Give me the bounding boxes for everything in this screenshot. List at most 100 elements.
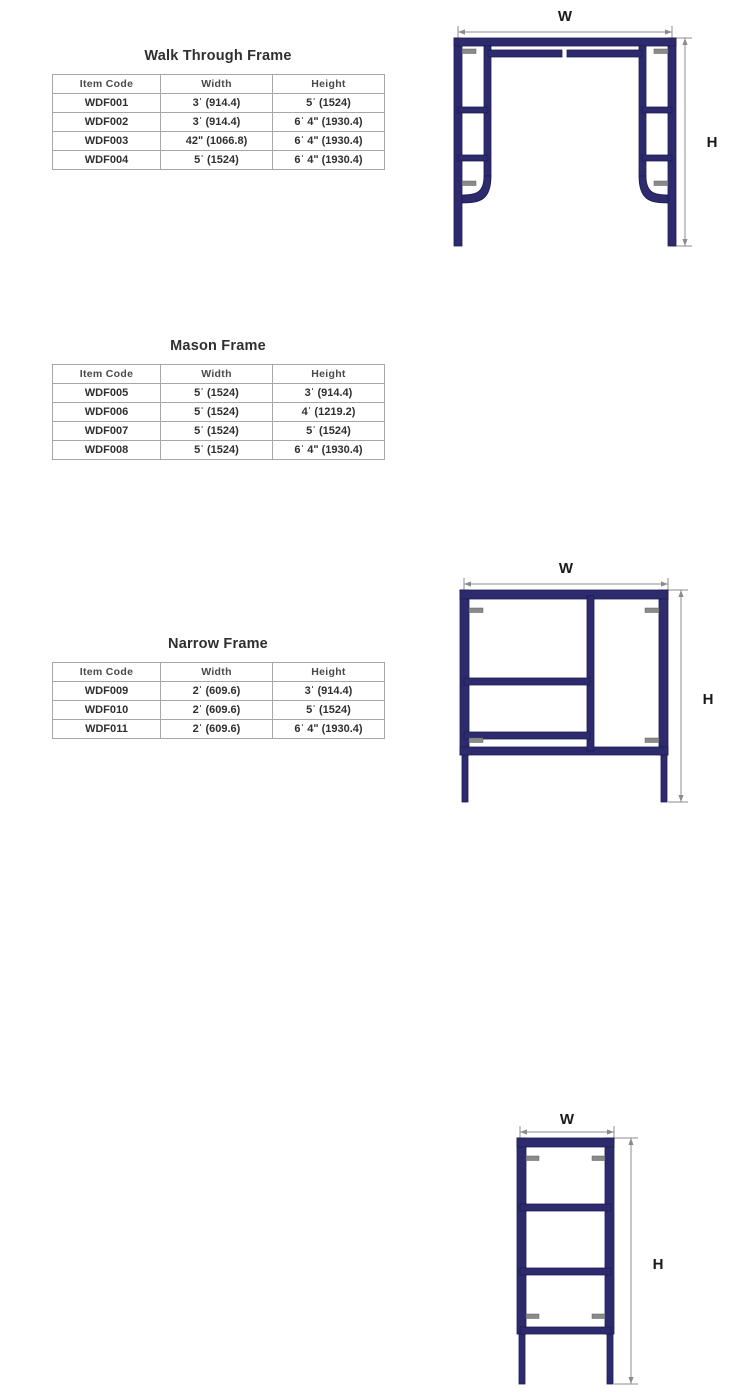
- rung-3: [519, 1326, 612, 1335]
- spec-block-narrow: Narrow Frame Item Code Width Height WDF0…: [52, 636, 385, 739]
- top-rail: [459, 589, 669, 600]
- cell-height: 6ˈ 4ʺ (1930.4): [272, 131, 385, 151]
- coupling-pin-icon: [591, 1155, 606, 1161]
- cell-height: 3ˈ (914.4): [272, 681, 385, 701]
- cell-width: 5ˈ (1524): [160, 383, 273, 403]
- table-row: WDF009 2ˈ (609.6) 3ˈ (914.4): [52, 681, 385, 701]
- column-header-width: Width: [160, 74, 273, 94]
- leg-extension-left: [518, 1333, 526, 1385]
- rung-right-2: [641, 154, 673, 162]
- coupling-pin-icon: [525, 1313, 540, 1319]
- rung-left-1: [457, 106, 489, 114]
- cell-width: 2ˈ (609.6): [160, 700, 273, 720]
- drawing-walk-through-frame: W H: [440, 4, 746, 256]
- leg-extension-right: [606, 1333, 614, 1385]
- cell-height: 4ˈ (1219.2): [272, 402, 385, 422]
- dimension-width-label: W: [560, 1111, 575, 1128]
- rung-2: [463, 731, 591, 740]
- cell-height: 5ˈ (1524): [272, 93, 385, 113]
- cell-item-code: WDF008: [52, 440, 161, 460]
- dimension-width-label: W: [559, 560, 574, 577]
- rung-right-1: [641, 106, 673, 114]
- table-row: WDF002 3ˈ (914.4) 6ˈ 4ʺ (1930.4): [52, 112, 385, 132]
- cell-width: 42ʺ (1066.8): [160, 131, 273, 151]
- rung-left-2: [457, 154, 489, 162]
- cell-width: 5ˈ (1524): [160, 440, 273, 460]
- table-row: WDF011 2ˈ (609.6) 6ˈ 4ʺ (1930.4): [52, 719, 385, 739]
- column-header-height: Height: [272, 662, 385, 682]
- outer-leg-right: [667, 37, 677, 247]
- cell-height: 5ˈ (1524): [272, 421, 385, 441]
- dimension-width-label: W: [558, 8, 573, 25]
- page-title-mason: Mason Frame: [170, 338, 266, 354]
- cell-item-code: WDF011: [52, 719, 161, 739]
- spec-block-walk-through: Walk Through Frame Item Code Width Heigh…: [52, 48, 385, 170]
- cell-height: 6ˈ 4ʺ (1930.4): [272, 440, 385, 460]
- column-header-width: Width: [160, 364, 273, 384]
- dimension-height: H: [614, 1137, 664, 1385]
- table-row: WDF004 5ˈ (1524) 6ˈ 4ʺ (1930.4): [52, 150, 385, 170]
- drawing-narrow-frame: W H: [498, 1111, 748, 1392]
- column-header-item-code: Item Code: [52, 364, 161, 384]
- dimension-height: H: [672, 37, 718, 247]
- coupling-pin-icon: [653, 48, 669, 54]
- top-rail: [516, 1137, 615, 1148]
- cell-width: 3ˈ (914.4): [160, 93, 273, 113]
- dimension-height-label: H: [707, 134, 718, 151]
- coupling-pin-icon: [468, 607, 484, 613]
- cell-height: 6ˈ 4ʺ (1930.4): [272, 112, 385, 132]
- column-header-item-code: Item Code: [52, 662, 161, 682]
- rung-2: [519, 1267, 612, 1276]
- column-header-height: Height: [272, 74, 385, 94]
- coupling-pin-icon: [461, 180, 477, 186]
- cell-item-code: WDF006: [52, 402, 161, 422]
- scaffold-frame-body: [516, 1137, 615, 1385]
- table-header-row: Item Code Width Height: [52, 364, 385, 384]
- spec-table-narrow: Item Code Width Height WDF009 2ˈ (609.6)…: [52, 662, 385, 739]
- page-title-walk-through: Walk Through Frame: [144, 48, 292, 64]
- column-header-item-code: Item Code: [52, 74, 161, 94]
- section-walk-through-frame: Walk Through Frame Item Code Width Heigh…: [0, 0, 750, 278]
- coupling-fixtures: [468, 607, 660, 743]
- coupling-pin-icon: [468, 737, 484, 743]
- rung-1: [463, 677, 591, 686]
- table-header-row: Item Code Width Height: [52, 662, 385, 682]
- coupling-pin-icon: [644, 607, 660, 613]
- table-row: WDF003 42ʺ (1066.8) 6ˈ 4ʺ (1930.4): [52, 131, 385, 151]
- spec-block-mason: Mason Frame Item Code Width Height WDF00…: [52, 338, 385, 460]
- coupling-pin-icon: [591, 1313, 606, 1319]
- center-post: [586, 595, 595, 752]
- cell-width: 2ˈ (609.6): [160, 681, 273, 701]
- dimension-width: W: [519, 1111, 615, 1142]
- rung-1: [519, 1203, 612, 1212]
- dimension-height-label: H: [653, 1256, 664, 1273]
- inner-post-left-curve: [461, 175, 492, 204]
- section-narrow-frame: Narrow Frame Item Code Width Height WDF0…: [0, 556, 750, 1385]
- bottom-rail: [459, 746, 669, 756]
- coupling-pin-icon: [525, 1155, 540, 1161]
- scaffold-frame-body: [453, 37, 677, 247]
- table-row: WDF008 5ˈ (1524) 6ˈ 4ʺ (1930.4): [52, 440, 385, 460]
- cell-item-code: WDF004: [52, 150, 161, 170]
- cell-item-code: WDF005: [52, 383, 161, 403]
- page-title-narrow: Narrow Frame: [168, 636, 268, 652]
- inner-post-right-curve: [638, 175, 669, 204]
- cell-item-code: WDF010: [52, 700, 161, 720]
- inner-top-rail-right: [566, 49, 643, 58]
- table-header-row: Item Code Width Height: [52, 74, 385, 94]
- table-row: WDF006 5ˈ (1524) 4ˈ (1219.2): [52, 402, 385, 422]
- table-row: WDF010 2ˈ (609.6) 5ˈ (1524): [52, 700, 385, 720]
- cell-item-code: WDF003: [52, 131, 161, 151]
- dimension-width: W: [457, 8, 673, 40]
- top-rail: [453, 37, 677, 47]
- dimension-height: H: [668, 589, 713, 803]
- cell-width: 5ˈ (1524): [160, 402, 273, 422]
- coupling-pin-icon: [644, 737, 660, 743]
- post-right: [604, 1137, 615, 1335]
- cell-height: 5ˈ (1524): [272, 700, 385, 720]
- post-left: [516, 1137, 527, 1335]
- cell-width: 3ˈ (914.4): [160, 112, 273, 132]
- cell-item-code: WDF007: [52, 421, 161, 441]
- cell-height: 6ˈ 4ʺ (1930.4): [272, 719, 385, 739]
- cell-height: 3ˈ (914.4): [272, 383, 385, 403]
